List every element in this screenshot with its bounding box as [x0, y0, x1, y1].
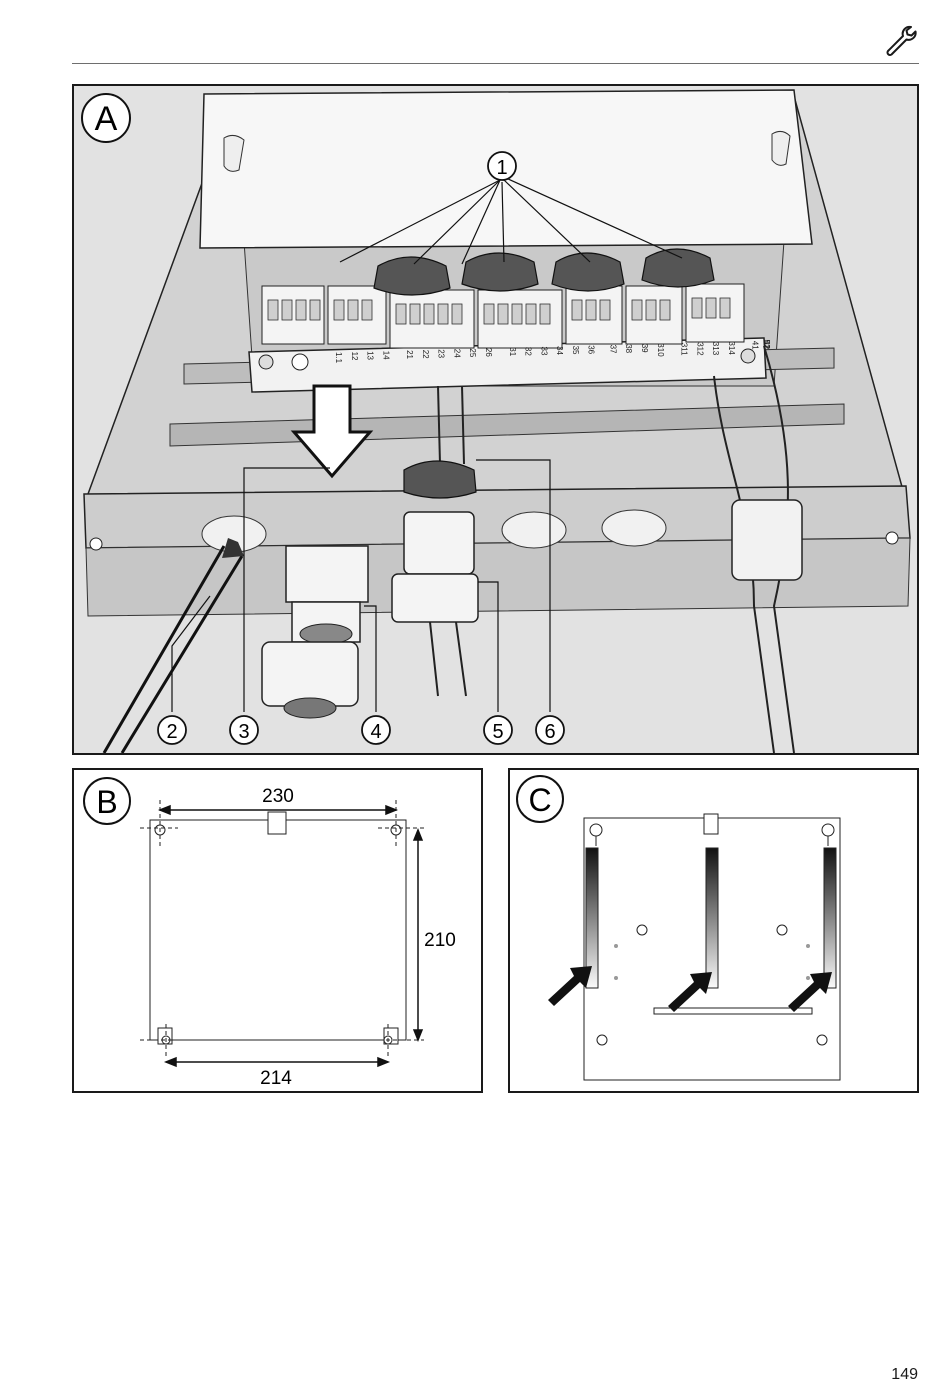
callout-6: 6: [535, 715, 565, 745]
svg-text:3: 3: [238, 721, 249, 743]
dimension-230: 230: [262, 786, 294, 807]
callout-5: 5: [483, 715, 513, 745]
terminal-label: 310: [656, 343, 665, 357]
terminal-label: 314: [727, 341, 736, 355]
figure-c-drawing: C: [516, 775, 841, 1081]
terminal-label: 26: [484, 348, 493, 357]
terminal-label: 1.1: [334, 352, 343, 364]
callout-3: 3: [229, 715, 259, 745]
svg-text:4: 4: [370, 721, 381, 743]
terminal-label: 41: [751, 341, 760, 350]
svg-text:C: C: [528, 782, 551, 818]
terminal-label: 32: [524, 347, 533, 356]
figure-c-panel: C: [508, 768, 919, 1093]
panel-letter-c: C: [516, 775, 564, 823]
terminal-label: 22: [421, 350, 430, 359]
header-rule: [72, 63, 919, 64]
terminal-label: 33: [539, 347, 548, 356]
terminal-label: 13: [366, 351, 375, 360]
terminal-label: 312: [695, 342, 704, 356]
terminal-label: 25: [468, 348, 477, 357]
figure-a-illustration: 1 2 3 4 5 6 A 1.1 12 13 14 21 22 23 24 25 26 31 32 3…: [74, 86, 917, 753]
terminal-label: 38: [624, 344, 633, 353]
terminal-label: 31: [508, 347, 517, 356]
panel-letter-a: A: [81, 93, 131, 143]
terminal-label: 35: [571, 346, 580, 355]
terminal-label: 37: [608, 345, 617, 354]
dimension-210: 210: [424, 930, 456, 951]
svg-text:6: 6: [544, 721, 555, 743]
terminal-label: 52: [762, 340, 771, 349]
terminal-label: 36: [587, 345, 596, 354]
terminal-label: 42: [762, 340, 771, 349]
svg-text:A: A: [95, 100, 118, 138]
svg-text:5: 5: [492, 721, 503, 743]
svg-text:2: 2: [166, 721, 177, 743]
callout-1: 1: [487, 151, 517, 181]
figure-b-panel: B 230 210 214: [72, 768, 483, 1093]
callout-2: 2: [157, 715, 187, 745]
terminal-label: 24: [452, 349, 461, 358]
wrench-icon: [886, 25, 917, 56]
terminal-label: 21: [405, 350, 414, 359]
svg-text:B: B: [96, 784, 117, 820]
figure-b-drawing: B 230 210 214: [83, 777, 456, 1089]
dimension-214: 214: [260, 1068, 292, 1089]
terminal-label: 311: [680, 343, 689, 356]
svg-text:1: 1: [496, 157, 507, 179]
terminal-label: 39: [640, 344, 649, 353]
terminal-label: 12: [350, 352, 359, 361]
panel-letter-b: B: [83, 777, 131, 825]
terminal-label: 14: [381, 351, 390, 360]
terminal-label: 34: [555, 346, 564, 355]
page-number: 149: [891, 1366, 918, 1383]
terminal-label: 51: [762, 340, 771, 349]
terminal-label: 313: [711, 342, 720, 356]
callout-4: 4: [361, 715, 391, 745]
figure-a-panel: 1 2 3 4 5 6 A 1.1 12 13 14 21 22 23 24 25 26 31 32 3…: [72, 84, 919, 755]
terminal-label: 23: [437, 349, 446, 358]
